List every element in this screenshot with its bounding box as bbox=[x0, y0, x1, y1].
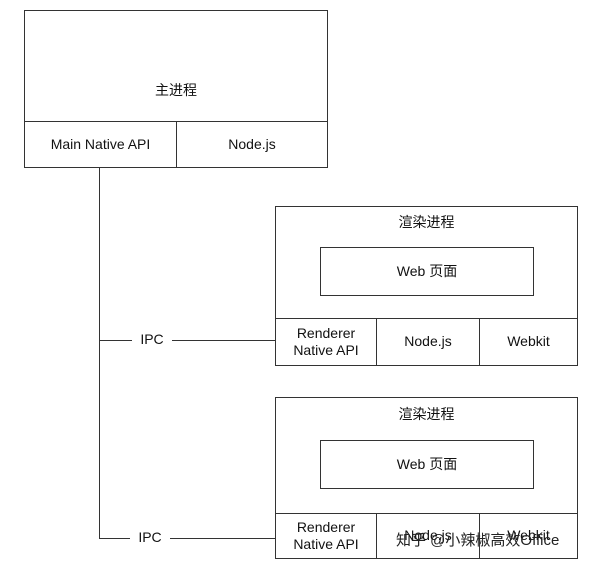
main-nodejs-module: Node.js bbox=[176, 121, 328, 168]
web-page-box-1: Web 页面 bbox=[320, 247, 534, 296]
renderer-native-api-module-1: Renderer Native API bbox=[275, 318, 377, 366]
ipc-label-2: IPC bbox=[130, 529, 170, 545]
web-page-box-2: Web 页面 bbox=[320, 440, 534, 489]
main-process-title: 主进程 bbox=[155, 82, 197, 98]
ipc-label-1: IPC bbox=[132, 331, 172, 347]
ipc-vertical-line bbox=[99, 168, 100, 539]
ipc-horizontal-line-1 bbox=[99, 340, 277, 341]
renderer-webkit-module-2: Webkit bbox=[479, 513, 578, 559]
renderer-process-title-2: 渲染进程 bbox=[398, 406, 455, 422]
renderer-process-title-1: 渲染进程 bbox=[398, 214, 455, 230]
main-native-api-module: Main Native API bbox=[24, 121, 177, 168]
renderer-native-api-module-2: Renderer Native API bbox=[275, 513, 377, 559]
renderer-webkit-module-1: Webkit bbox=[479, 318, 578, 366]
renderer-nodejs-module-1: Node.js bbox=[376, 318, 480, 366]
watermark-text: 知乎 @小辣椒高效Office bbox=[396, 532, 560, 549]
ipc-horizontal-line-2 bbox=[99, 538, 277, 539]
